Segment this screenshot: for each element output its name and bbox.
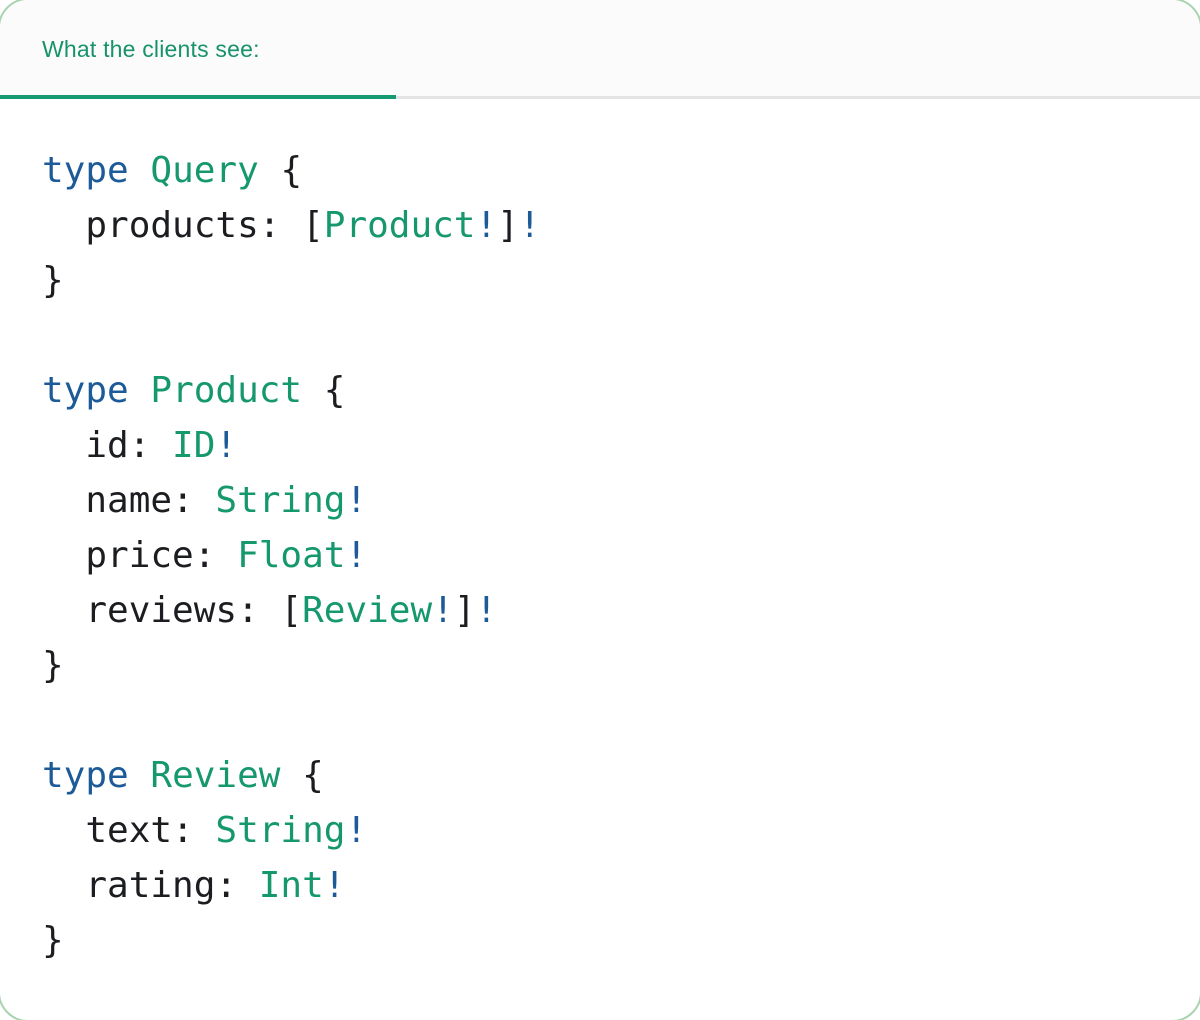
code-token-plain: products: [ <box>42 205 324 246</box>
code-line: price: Float! <box>42 528 1180 583</box>
tab-active-underline <box>0 95 396 99</box>
code-line: type Query { <box>42 143 1180 198</box>
code-token-type: Review <box>302 590 433 631</box>
code-line: type Product { <box>42 363 1180 418</box>
code-token-plain: { <box>280 755 324 796</box>
code-token-plain: price: <box>42 535 238 576</box>
code-token-plain <box>129 150 151 191</box>
code-line: } <box>42 638 1180 693</box>
code-line: name: String! <box>42 473 1180 528</box>
code-block: type Query { products: [Product!]!} type… <box>0 99 1200 968</box>
code-line: reviews: [Review!]! <box>42 583 1180 638</box>
code-token-bang: ! <box>345 810 368 851</box>
code-token-plain: id: <box>42 425 173 466</box>
code-token-type: Float <box>237 535 346 576</box>
tab-underline-track <box>0 96 1200 99</box>
code-token-plain: { <box>258 150 303 191</box>
code-token-plain <box>129 370 151 411</box>
code-token-type: Query <box>150 150 259 191</box>
code-token-keyword: type <box>42 755 129 796</box>
code-token-bang: ! <box>215 425 238 466</box>
tab-what-clients-see[interactable]: What the clients see: <box>42 36 260 62</box>
code-token-bang: ! <box>475 590 498 631</box>
code-token-plain: name: <box>42 480 216 521</box>
code-token-plain: text: <box>42 810 216 851</box>
code-token-plain: reviews: [ <box>42 590 303 631</box>
code-token-type: String <box>215 810 346 851</box>
code-line: id: ID! <box>42 418 1180 473</box>
code-token-bang: ! <box>345 535 368 576</box>
code-token-bang: ! <box>432 590 454 631</box>
code-token-type: Product <box>323 205 476 246</box>
code-token-keyword: type <box>42 150 129 191</box>
code-token-type: ID <box>172 425 216 466</box>
code-line <box>42 308 1180 363</box>
code-line: type Review { <box>42 748 1180 803</box>
code-token-type: Review <box>150 755 281 796</box>
code-token-plain: rating: <box>42 865 259 906</box>
code-token-bang: ! <box>323 865 346 906</box>
code-token-plain: ] <box>453 590 476 631</box>
code-token-bang: ! <box>345 480 368 521</box>
code-line: rating: Int! <box>42 858 1180 913</box>
code-token-type: Product <box>150 370 303 411</box>
code-line: text: String! <box>42 803 1180 858</box>
code-token-plain: } <box>42 645 64 686</box>
code-token-plain <box>129 755 151 796</box>
code-token-plain: } <box>42 260 64 301</box>
code-line: products: [Product!]! <box>42 198 1180 253</box>
code-token-plain: { <box>302 370 346 411</box>
code-line: } <box>42 913 1180 968</box>
code-token-type: Int <box>258 865 324 906</box>
code-token-bang: ! <box>475 205 498 246</box>
code-token-type: String <box>215 480 346 521</box>
code-token-plain: ] <box>497 205 519 246</box>
code-line <box>42 693 1180 748</box>
code-token-bang: ! <box>518 205 541 246</box>
tab-bar: What the clients see: <box>0 0 1200 99</box>
code-token-keyword: type <box>42 370 129 411</box>
code-line: } <box>42 253 1180 308</box>
code-token-plain: } <box>42 920 64 961</box>
